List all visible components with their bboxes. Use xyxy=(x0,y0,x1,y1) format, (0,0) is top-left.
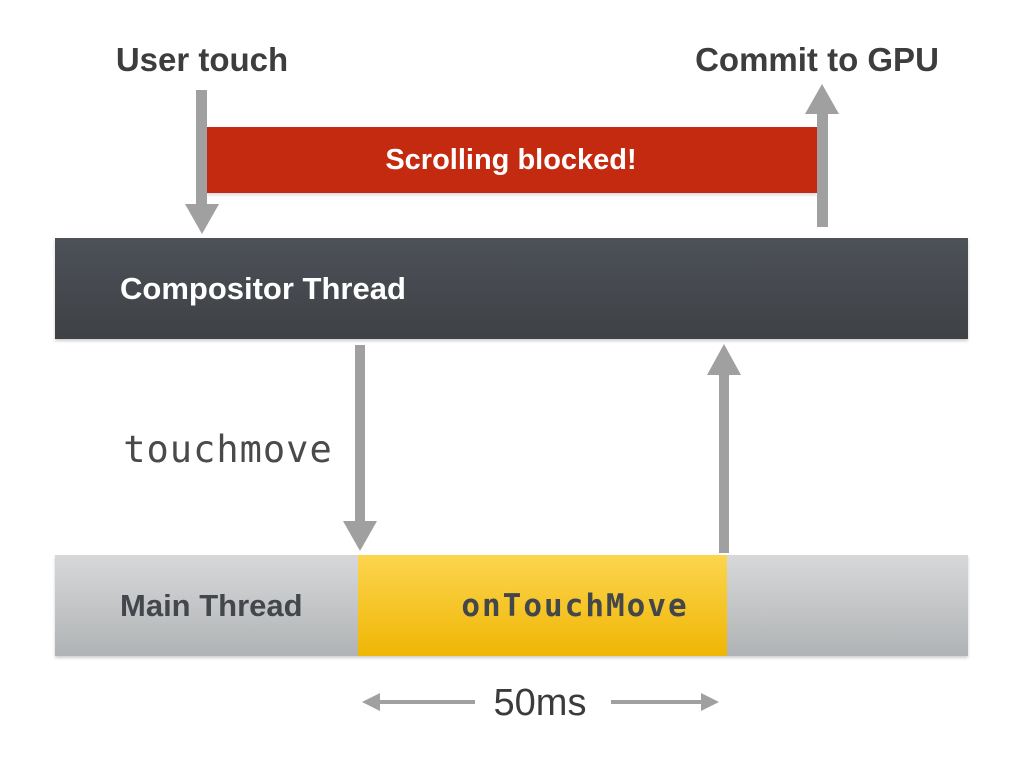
scrolling-blocked-bar: Scrolling blocked! xyxy=(205,127,817,193)
arrow-head-up-icon xyxy=(805,84,839,114)
duration-label: 50ms xyxy=(493,682,587,724)
arrow-head-down-icon xyxy=(185,204,219,234)
arrow-shaft xyxy=(379,700,475,704)
scrolling-blocked-label: Scrolling blocked! xyxy=(385,143,637,176)
arrow-head-up-icon xyxy=(707,344,741,375)
arrow-shaft xyxy=(196,90,207,204)
arrow-shaft xyxy=(719,374,729,553)
ontouchmove-segment: onTouchMove xyxy=(358,555,727,656)
user-touch-label: User touch xyxy=(115,41,289,78)
arrow-shaft xyxy=(611,700,701,704)
arrow-head-right-icon xyxy=(701,693,719,711)
main-thread-bar: Main Thread onTouchMove xyxy=(55,555,968,656)
compositor-thread-bar: Compositor Thread xyxy=(55,238,968,339)
commit-to-gpu-label: Commit to GPU xyxy=(695,41,939,78)
arrow-head-left-icon xyxy=(362,693,380,711)
compositor-thread-label: Compositor Thread xyxy=(120,270,406,306)
touchmove-label: touchmove xyxy=(123,428,333,471)
ontouchmove-label: onTouchMove xyxy=(461,587,689,624)
arrow-shaft xyxy=(817,113,828,227)
arrow-shaft xyxy=(355,345,365,521)
arrow-head-down-icon xyxy=(343,521,377,551)
main-thread-label: Main Thread xyxy=(120,587,303,623)
